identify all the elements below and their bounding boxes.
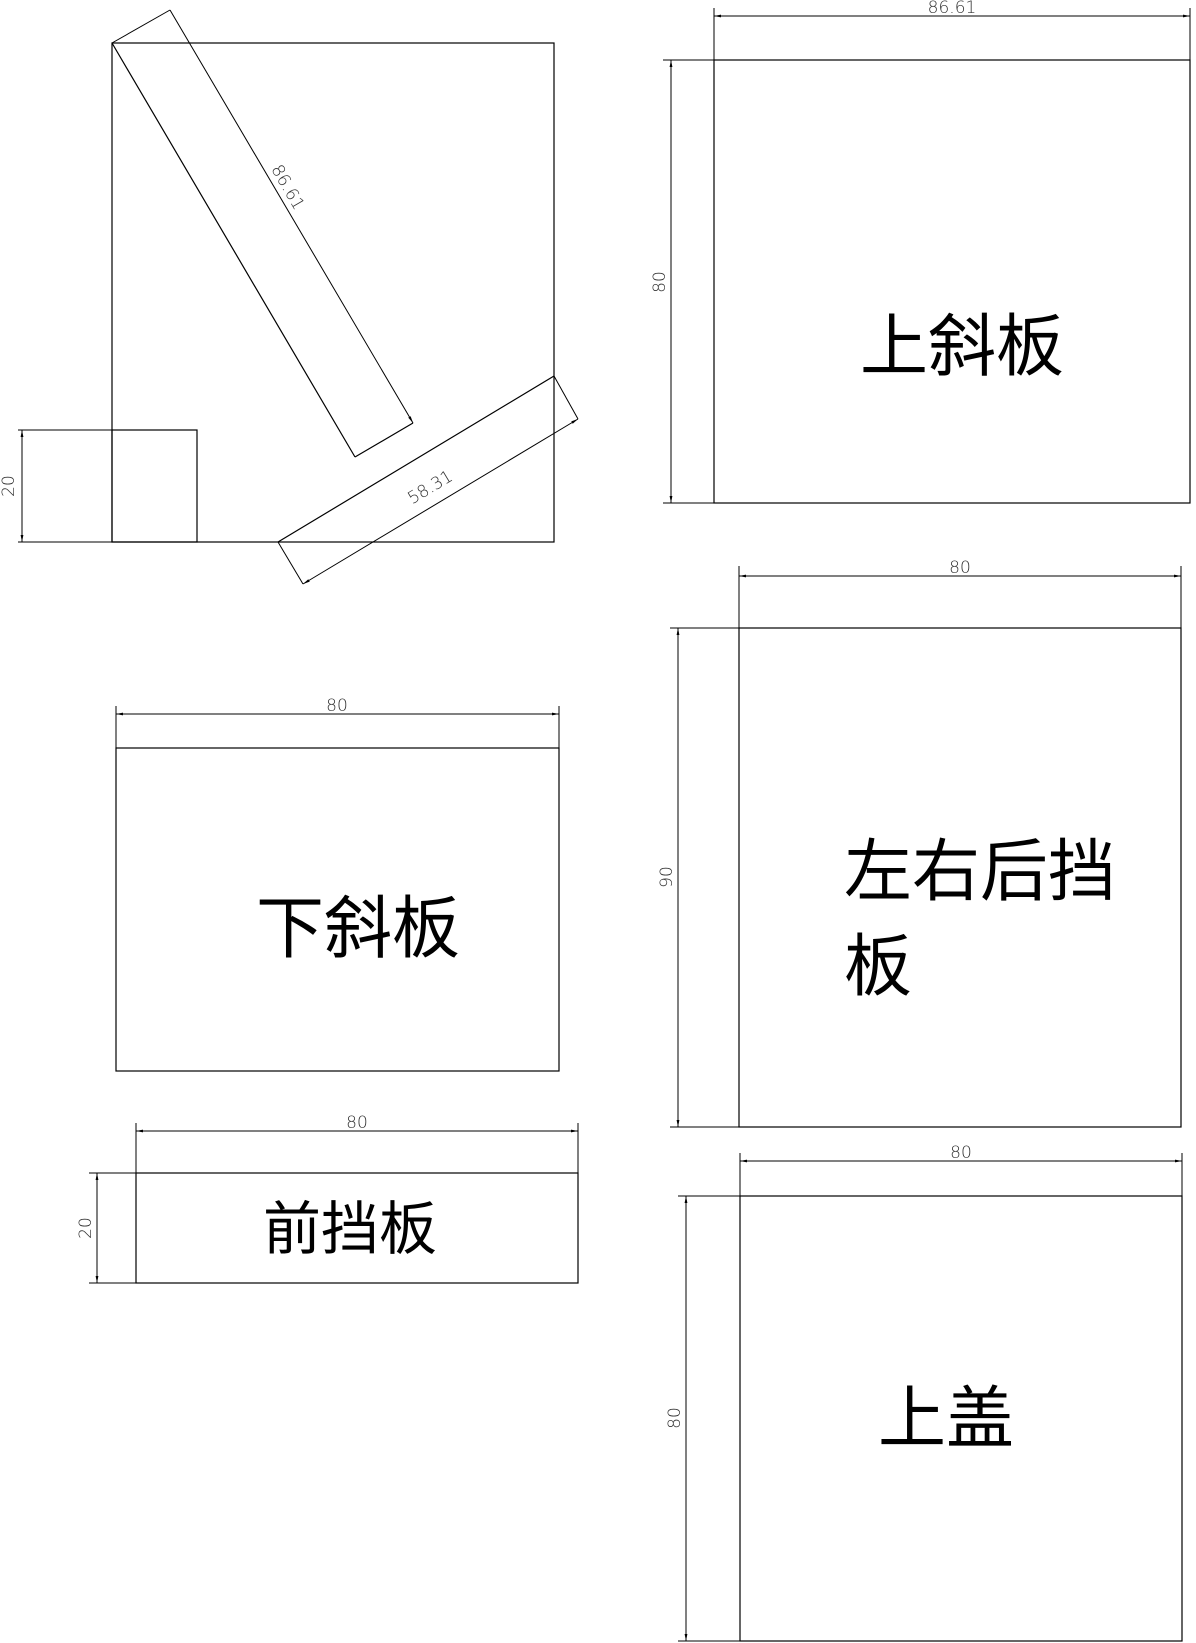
bottom-panel-width-label: 80 xyxy=(326,696,348,716)
base-diag-extension-1 xyxy=(277,541,304,585)
base-diag-dimension-line xyxy=(302,418,579,585)
side-panel-width-label: 80 xyxy=(949,558,971,578)
side-profile-view: 86.61 58.31 20 xyxy=(0,9,579,585)
lid-view: 80 80 上盖 xyxy=(665,1143,1183,1642)
top-slope-panel-view: 86.61 80 上斜板 xyxy=(650,0,1191,504)
front-panel-label: 前挡板 xyxy=(263,1195,437,1263)
side-back-panel-view: 80 90 左右后挡 板 xyxy=(657,558,1182,1128)
base-diag-dimension-label: 58.31 xyxy=(404,467,456,509)
side-profile-outline xyxy=(111,42,555,543)
top-slope-panel-label: 上斜板 xyxy=(860,308,1064,387)
lid-outline xyxy=(739,1195,1183,1642)
upper-slope-board-end xyxy=(354,422,414,458)
top-panel-width-label: 86.61 xyxy=(928,0,977,18)
side-back-panel-label-line1: 左右后挡 xyxy=(844,833,1116,912)
diag-dimension-line xyxy=(169,9,414,424)
bottom-slope-panel-view: 80 下斜板 xyxy=(115,696,560,1072)
lower-slope-board-edge xyxy=(277,375,555,543)
side-back-panel-label-line2: 板 xyxy=(844,928,912,1007)
lid-width-label: 80 xyxy=(950,1143,972,1163)
base-diag-extension-2 xyxy=(553,375,579,420)
diag-extension-line xyxy=(111,9,171,44)
front-panel-view: 80 20 前挡板 xyxy=(76,1113,579,1284)
front-block-outline xyxy=(111,429,198,543)
diag-dimension-label: 86.61 xyxy=(267,161,309,213)
front-panel-width-label: 80 xyxy=(346,1113,368,1133)
top-panel-height-label: 80 xyxy=(650,271,670,293)
upper-slope-board-edge xyxy=(111,42,356,458)
left-dim-label: 20 xyxy=(0,475,19,497)
front-panel-height-label: 20 xyxy=(76,1217,96,1239)
bottom-slope-panel-outline xyxy=(115,747,560,1072)
side-panel-height-label: 90 xyxy=(657,866,677,888)
top-slope-panel-outline xyxy=(713,59,1191,504)
front-panel-outline xyxy=(135,1172,579,1284)
lid-label: 上盖 xyxy=(878,1380,1014,1459)
lid-height-label: 80 xyxy=(665,1407,685,1429)
bottom-slope-panel-label: 下斜板 xyxy=(256,890,460,969)
side-back-panel-outline xyxy=(738,627,1182,1128)
